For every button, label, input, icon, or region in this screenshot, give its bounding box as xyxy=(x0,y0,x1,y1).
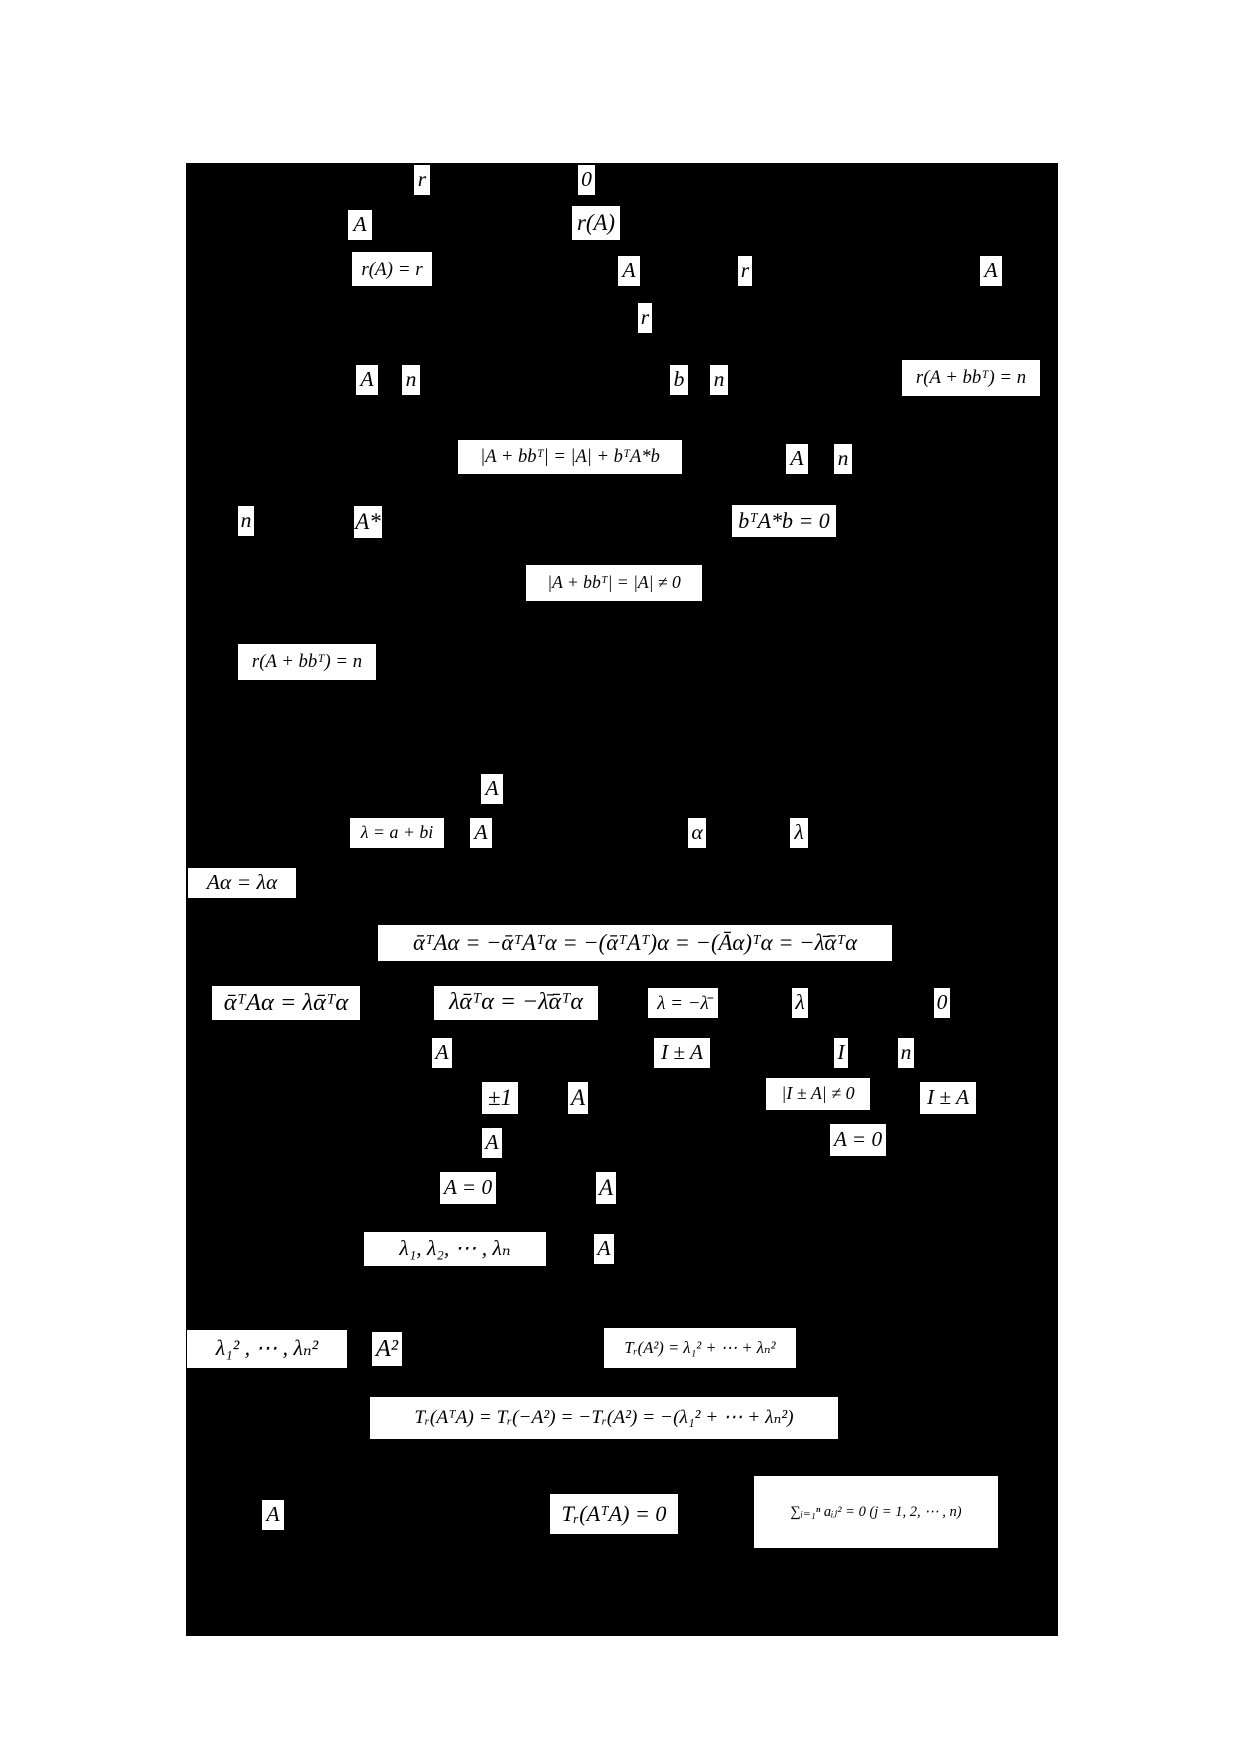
formula-r3: r xyxy=(638,303,652,333)
formula-n2: n xyxy=(710,365,728,395)
formula-A8: A xyxy=(432,1038,452,1068)
formula-lambdaNeg: λ = −λ̄ xyxy=(648,988,718,1018)
formula-b1: b xyxy=(670,365,688,395)
formula-conj1: ᾱᵀAα = λᾱᵀα xyxy=(212,986,360,1020)
formula-bTAb0: bᵀA*b = 0 xyxy=(732,505,836,537)
formula-Aeq0a: A = 0 xyxy=(830,1124,886,1156)
formula-Aeq0b: A = 0 xyxy=(440,1172,496,1204)
formula-rAeqr: r(A) = r xyxy=(352,252,432,286)
formula-zero2: 0 xyxy=(934,988,950,1018)
formula-I1: I xyxy=(834,1038,848,1068)
formula-n4: n xyxy=(238,506,254,536)
formula-lambda2: λ xyxy=(792,988,808,1018)
formula-n5: n xyxy=(898,1038,914,1068)
formula-Asq: A² xyxy=(372,1332,402,1366)
formula-n3: n xyxy=(834,444,852,474)
formula-lambda1: λ xyxy=(790,818,808,848)
formula-Aalpha: Aα = λα xyxy=(188,868,296,898)
formula-TrA2: Tᵣ(A²) = λ₁² + ⋯ + λₙ² xyxy=(604,1328,796,1368)
formula-IpmA1: I ± A xyxy=(654,1038,710,1068)
formula-A9: A xyxy=(568,1082,588,1114)
formula-rAbbT: r(A + bbᵀ) = n xyxy=(902,360,1040,396)
formula-A5: A xyxy=(786,444,808,474)
formula-A1: A xyxy=(348,210,372,240)
formula-n1: n xyxy=(402,365,420,395)
formula-TrChain: Tᵣ(AᵀA) = Tᵣ(−A²) = −Tᵣ(A²) = −(λ₁² + ⋯ … xyxy=(370,1397,838,1439)
formula-alpha1: α xyxy=(688,818,706,848)
formula-detEq: |A + bbᵀ| = |A| + bᵀA*b xyxy=(458,440,682,474)
formula-A3: A xyxy=(980,256,1002,286)
content-panel xyxy=(186,163,1058,1636)
formula-rA: r(A) xyxy=(572,206,620,240)
formula-A7: A xyxy=(470,818,492,848)
formula-rAbbT2: r(A + bbᵀ) = n xyxy=(238,644,376,680)
formula-Astar: A* xyxy=(354,506,382,538)
formula-TrAtA0: Tᵣ(AᵀA) = 0 xyxy=(550,1494,678,1534)
formula-sumEq: ∑ᵢ₌₁ⁿ aᵢⱼ² = 0 (j = 1, 2, ⋯ , n) xyxy=(754,1476,998,1548)
formula-A12: A xyxy=(594,1234,614,1264)
formula-pm1: ±1 xyxy=(482,1082,518,1114)
formula-A10: A xyxy=(482,1128,502,1158)
formula-conj2: λᾱᵀα = −λ̄ᾱᵀα xyxy=(434,986,598,1020)
formula-detIpmA: |I ± A| ≠ 0 xyxy=(766,1078,870,1110)
formula-A2: A xyxy=(618,256,640,286)
formula-lambdaList: λ₁, λ₂, ⋯ , λₙ xyxy=(364,1232,546,1266)
formula-r1: r xyxy=(414,165,430,195)
formula-conjChain: ᾱᵀAα = −ᾱᵀAᵀα = −(ᾱᵀAᵀ)α = −(Āα)ᵀα = −λ̄… xyxy=(378,925,892,961)
formula-A11: A xyxy=(596,1172,616,1204)
formula-lambda_abi: λ = a + bi xyxy=(350,818,444,848)
formula-lambdaSqList: λ₁² , ⋯ , λₙ² xyxy=(187,1330,347,1368)
formula-A4: A xyxy=(356,365,378,395)
formula-zero1: 0 xyxy=(578,165,595,195)
formula-A6: A xyxy=(481,774,503,804)
formula-r2: r xyxy=(738,256,752,286)
formula-A13: A xyxy=(262,1500,284,1530)
formula-IpmA2: I ± A xyxy=(920,1082,976,1114)
formula-detNe0: |A + bbᵀ| = |A| ≠ 0 xyxy=(526,565,702,601)
